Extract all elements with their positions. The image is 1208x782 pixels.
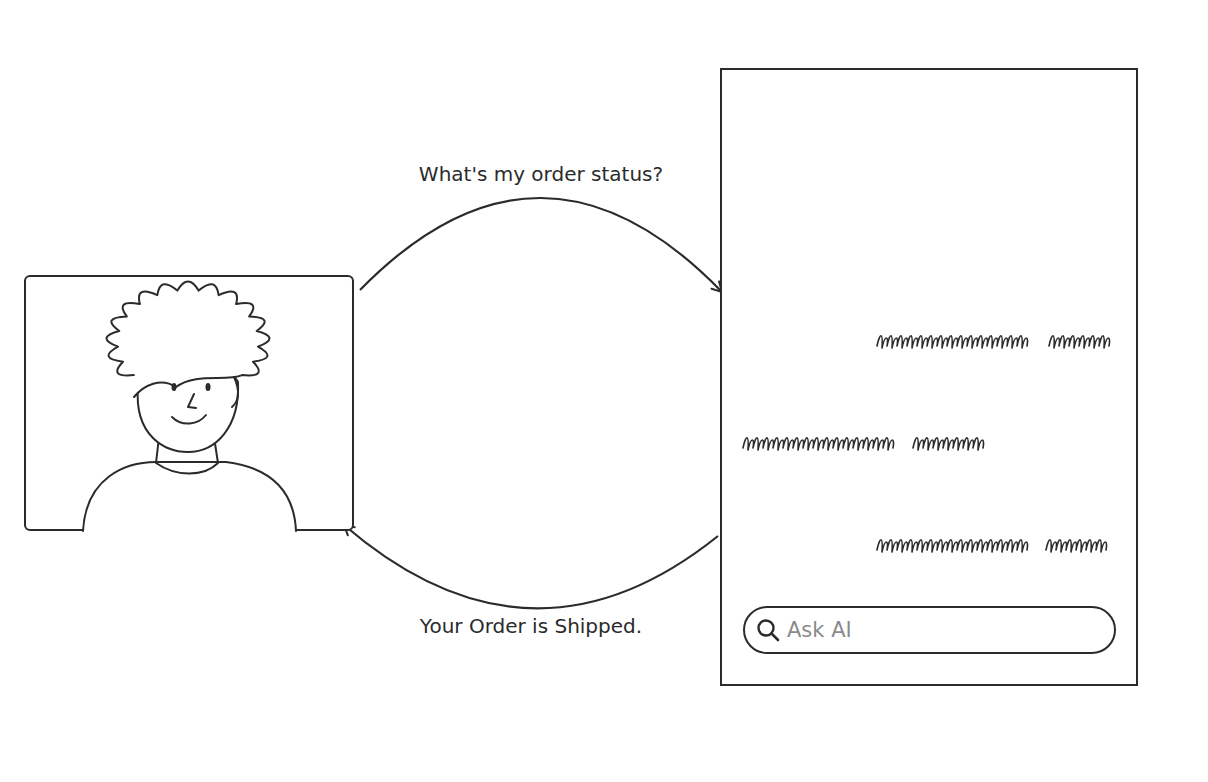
arc-connector	[360, 198, 722, 292]
chat-panel: Ask AI	[720, 68, 1138, 686]
search-pill: Ask AI	[743, 606, 1116, 654]
person-illustration	[26, 277, 352, 529]
arc-connector	[344, 525, 718, 608]
person-frame	[24, 275, 354, 531]
message-label: Your Order is Shipped.	[417, 614, 645, 638]
search-placeholder: Ask AI	[787, 618, 852, 642]
message-label: What's my order status?	[416, 162, 666, 186]
chat-messages	[722, 70, 1136, 684]
